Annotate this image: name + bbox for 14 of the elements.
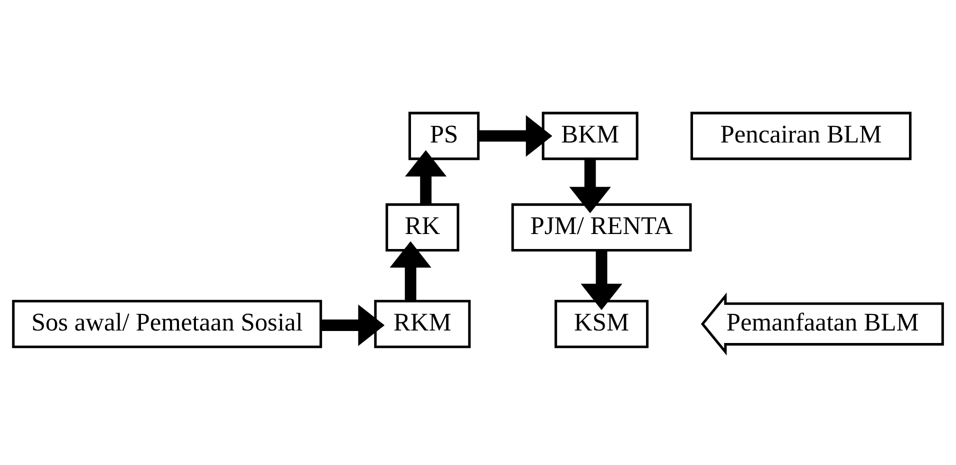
node-box: Sos awal/ Pemetaan Sosial [12, 300, 322, 348]
node-box: PS [408, 112, 480, 160]
arrow [580, 250, 622, 310]
arrow [405, 150, 447, 204]
arrow [478, 115, 552, 157]
node-box: RKM [374, 300, 471, 348]
node-box: Pencairan BLM [690, 112, 912, 160]
node-box: PJM/ RENTA [511, 203, 692, 252]
arrow [569, 159, 611, 214]
arrow [390, 241, 432, 302]
node-box: KSM [554, 300, 649, 348]
node-box: BKM [542, 112, 638, 160]
node-box: RK [386, 203, 460, 252]
arrow [321, 304, 385, 346]
